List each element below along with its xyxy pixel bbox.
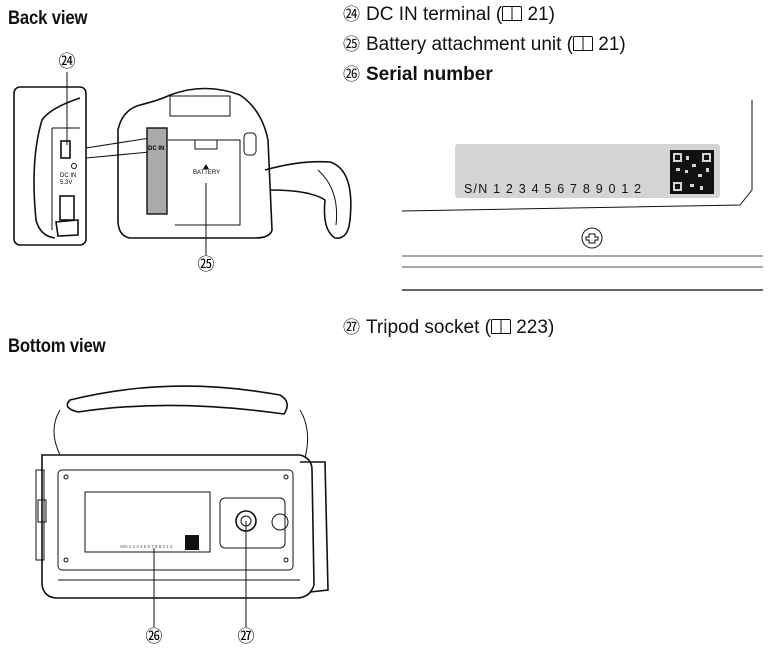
page-reference: ( 223): [484, 317, 555, 338]
bottom-view-heading: Bottom view: [8, 336, 106, 357]
screw-icon: [581, 227, 603, 249]
page-reference: ( 21): [495, 4, 555, 25]
back-view-heading: Back view: [8, 8, 88, 29]
serial-text: S/N 1 2 3 4 5 6 7 8 9 0 1 2: [464, 182, 642, 196]
serial-label: [455, 144, 720, 198]
book-icon: [490, 319, 511, 334]
page-reference: ( 21): [566, 34, 626, 55]
book-icon: [502, 6, 523, 21]
qr-code-icon: [670, 150, 714, 194]
book-icon: [573, 36, 593, 51]
